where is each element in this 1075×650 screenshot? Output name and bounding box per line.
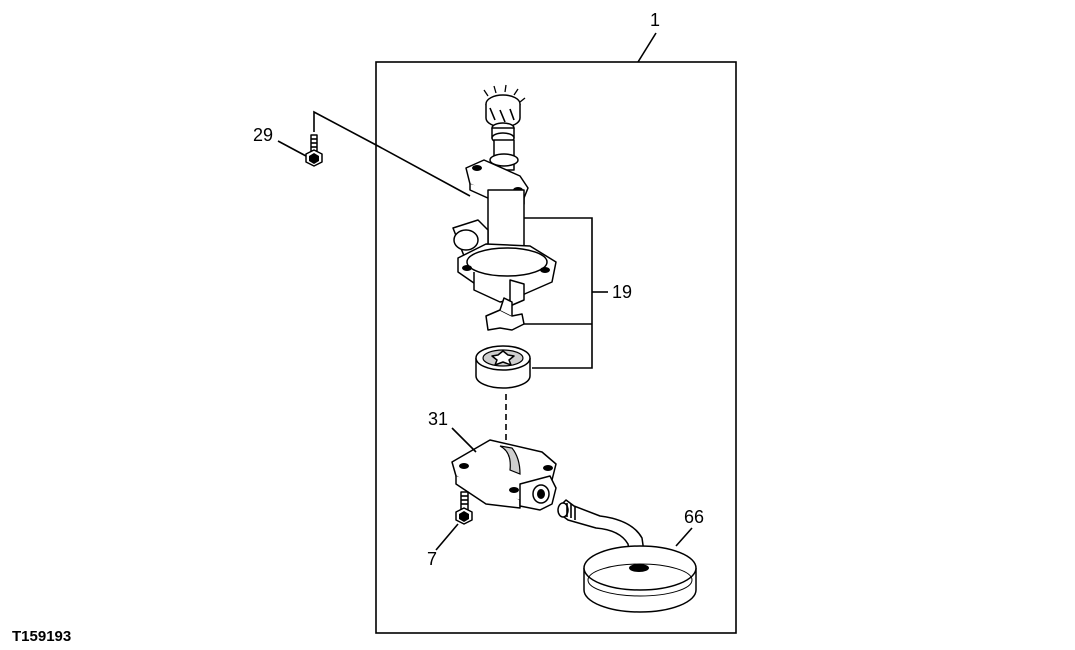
- assembly-frame: [375, 61, 737, 634]
- callout-label-29: 29: [253, 125, 273, 145]
- leader-line-7: [435, 523, 459, 551]
- pump-cover: [451, 439, 557, 511]
- pump-body: [452, 189, 557, 307]
- callout-7: 7: [427, 523, 459, 569]
- pump-shaft: [489, 139, 519, 171]
- callout-label-19: 19: [612, 282, 632, 302]
- leader-line-31: [451, 427, 477, 453]
- suction-strainer: [557, 499, 697, 613]
- leader-bracket-19: [524, 217, 593, 369]
- callout-label-66: 66: [684, 507, 704, 527]
- cap-screw-top: [305, 134, 323, 167]
- callout-label-7: 7: [427, 549, 437, 569]
- callout-19: 19: [524, 217, 632, 369]
- figure-id: T159193: [12, 628, 71, 645]
- outer-rotor: [475, 345, 531, 389]
- callout-31: 31: [428, 409, 477, 453]
- leader-line-1: [637, 32, 657, 63]
- cap-screw-bottom: [455, 491, 473, 525]
- drive-gear: [483, 84, 526, 144]
- callout-label-31: 31: [428, 409, 448, 429]
- alignment-line-29: [313, 110, 471, 197]
- leader-line-29: [277, 140, 307, 157]
- callout-label-1: 1: [650, 10, 660, 30]
- leader-line-66: [675, 527, 693, 547]
- callout-1: 1: [637, 10, 660, 63]
- callout-66: 66: [675, 507, 704, 547]
- callout-29: 29: [253, 125, 307, 157]
